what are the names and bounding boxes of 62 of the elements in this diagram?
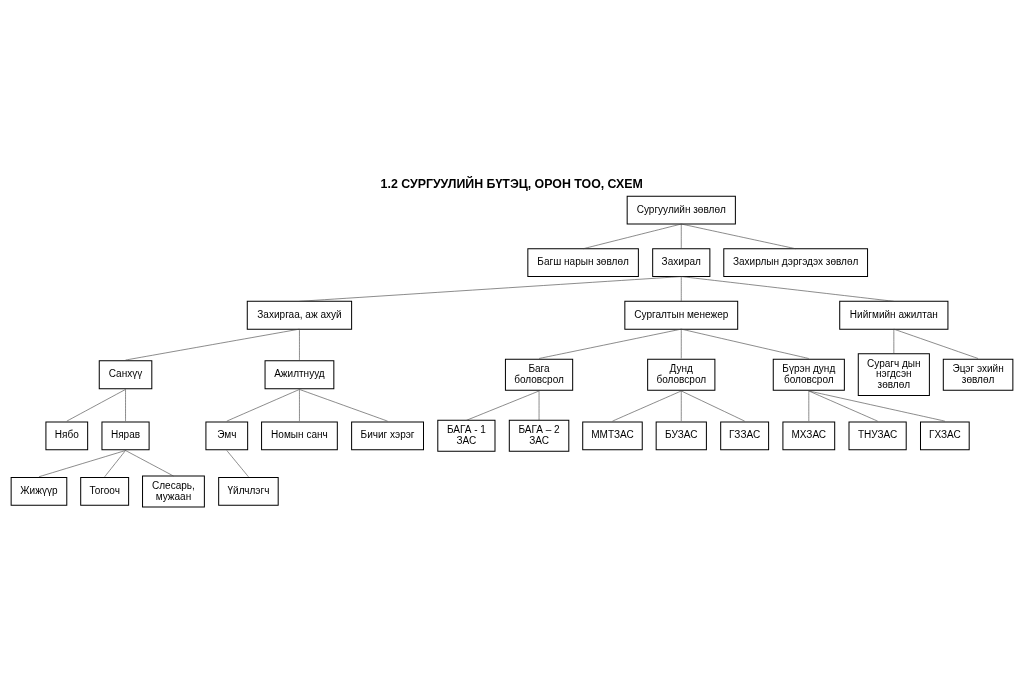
connector [680,223,682,249]
diagram-title: 1.2 СУРГУУЛИЙН БҮТЭЦ, ОРОН ТОО, СХЕМ [380,176,643,191]
connector [808,390,810,421]
node-box: ММТЗАС [582,420,643,450]
connector [299,328,300,360]
node-box: Бичиг хэрэг [351,420,424,450]
node-box: Эцэг эхийн зөвлөл [942,358,1014,391]
connector [466,390,540,421]
node-box: Дунд боловсрол [647,358,716,391]
connector [680,328,682,359]
connector [680,390,682,421]
connector [125,328,300,360]
connector [893,328,979,359]
connector [893,328,895,354]
node-box: Бүрэн дунд боловсрол [772,358,845,391]
node-box: Захирлын дэргэдэх зөвлөл [723,247,869,277]
connector [680,390,745,421]
node-box: Эмч [205,420,249,450]
connector [226,388,300,421]
connector [538,328,682,359]
node-box: Санхүү [98,359,153,389]
node-box: Нярав [101,420,150,450]
node-box: Тогооч [80,476,130,506]
node-box: Сургуулийн зөвлөл [626,195,736,224]
node-box: Нийгмийн ажилтан [839,300,949,330]
node-box: Слесарь, мужаан [142,475,205,507]
node-box: Нябо [45,420,89,450]
connector [680,275,895,302]
node-box: Сурагч дын нэгдсэн зөвлөл [857,352,930,396]
node-box: БАГА - 1 ЗАС [437,419,496,452]
node-box: Захиргаа, аж ахуй [246,300,353,330]
connector [680,223,796,249]
connector [125,388,126,421]
node-box: ГХЗАС [920,420,970,450]
node-box: БАГА – 2 ЗАС [508,419,570,452]
node-box: Ажилтнууд [264,359,335,389]
node-box: МХЗАС [782,420,836,450]
connector [612,390,682,421]
connector [125,449,174,476]
connector [808,390,878,421]
node-box: Сургалтын менежер [624,300,739,330]
connector [226,449,249,477]
connector [66,388,126,421]
connector [104,449,126,477]
node-box: Номын санч [261,420,338,450]
connector [538,390,540,421]
connector [299,275,682,302]
node-box: ГЗЗАС [720,420,770,450]
node-box: Багш нарын зөвлөл [527,247,639,277]
node-box: Бага боловсрол [504,358,574,391]
node-box: Захирал [652,247,711,277]
node-box: БУЗАС [655,420,707,450]
connector [582,223,682,249]
connector [299,388,300,421]
connector [299,388,388,421]
node-box: Жижүүр [10,476,68,506]
node-box: Үйлчлэгч [218,476,279,506]
node-box: ТНУЗАС [848,420,907,450]
connector [680,275,682,302]
connector [808,390,946,421]
connector [38,449,126,477]
connector [680,328,810,359]
